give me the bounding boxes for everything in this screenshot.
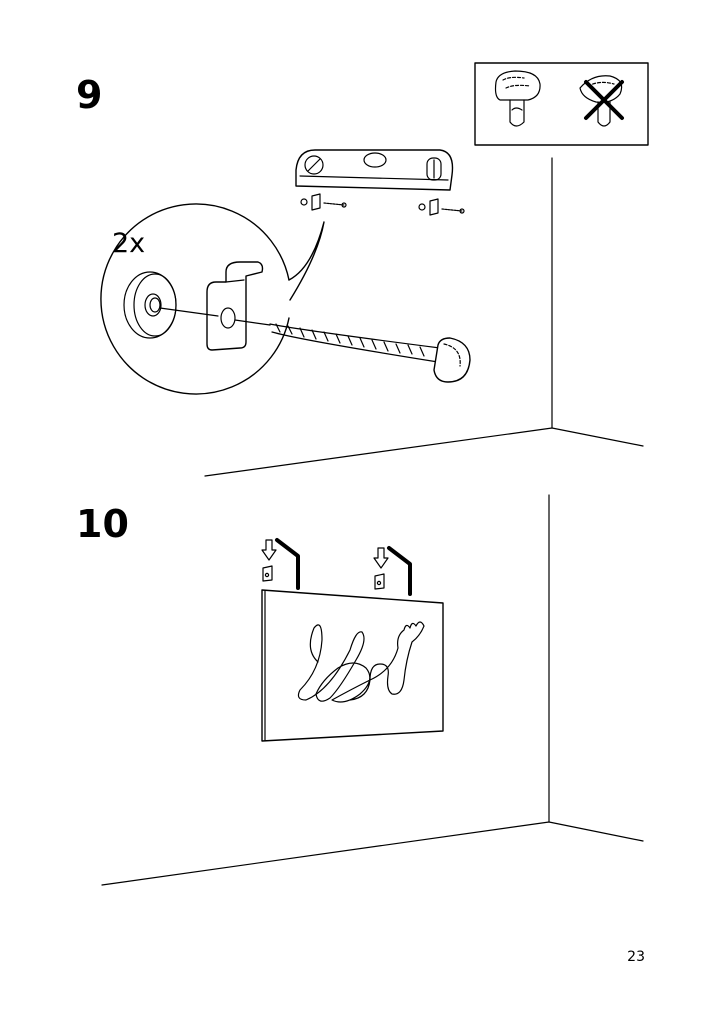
alignment-line bbox=[159, 307, 219, 317]
screw-icon bbox=[234, 319, 471, 383]
step-10-number: 10 bbox=[76, 502, 129, 546]
small-hardware-left bbox=[300, 193, 347, 211]
detail-magnifier-circle bbox=[100, 203, 325, 395]
down-arrow-icon bbox=[261, 539, 277, 561]
hook-bracket-icon bbox=[206, 261, 264, 351]
wall-corner-line bbox=[101, 494, 644, 886]
picture-frame-icon bbox=[261, 589, 444, 742]
small-hardware-right bbox=[418, 198, 465, 216]
hook-bracket-icon bbox=[262, 565, 273, 582]
washer-icon bbox=[123, 271, 177, 339]
rounded-knob-ok-icon bbox=[494, 70, 541, 127]
pointed-knob-crossed-icon bbox=[579, 75, 624, 127]
hanging-wire-icon bbox=[275, 538, 300, 590]
down-arrow-icon bbox=[373, 547, 389, 569]
page-number: 23 bbox=[627, 949, 645, 965]
wall-corner-line bbox=[204, 157, 644, 477]
level-tool-icon bbox=[295, 149, 454, 191]
step-9-number: 9 bbox=[76, 73, 103, 117]
quantity-label: 2x bbox=[112, 228, 146, 259]
hook-bracket-icon bbox=[374, 573, 385, 590]
hint-box bbox=[474, 62, 649, 146]
hanging-wire-icon bbox=[387, 546, 412, 596]
line-art-drawing bbox=[297, 621, 425, 703]
